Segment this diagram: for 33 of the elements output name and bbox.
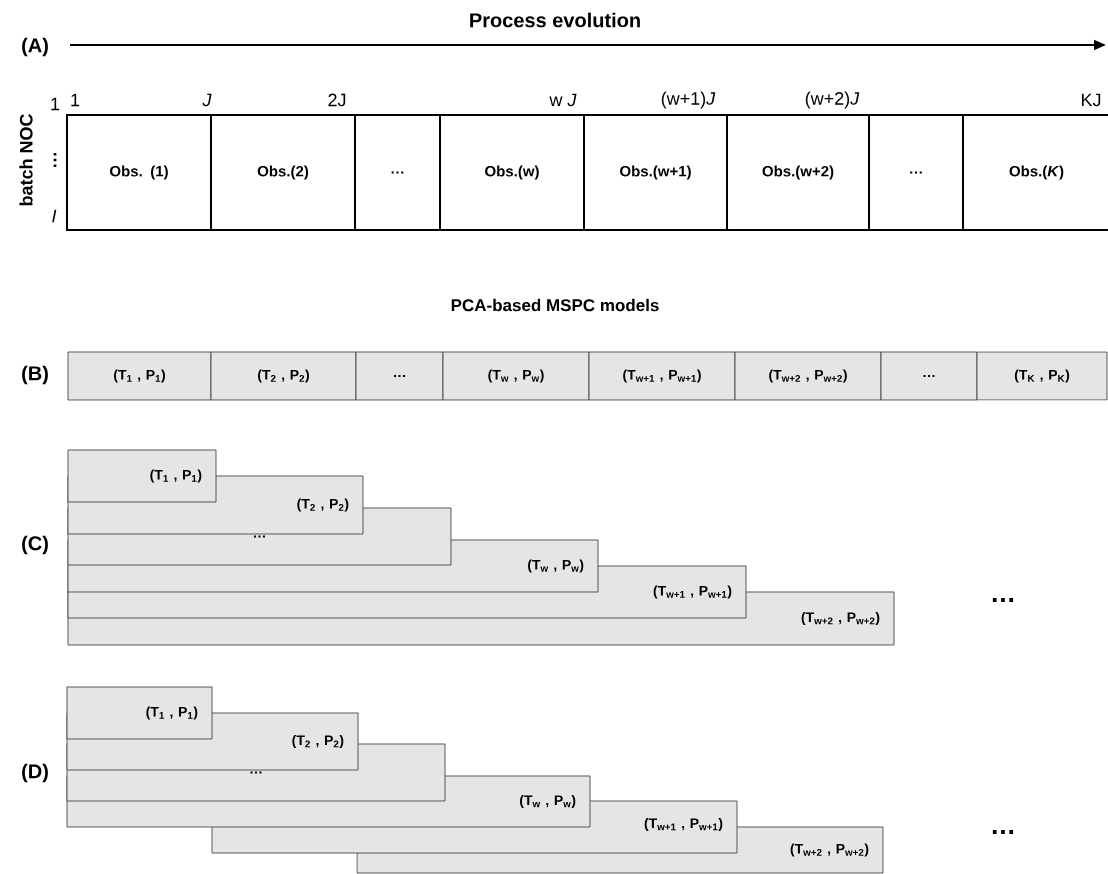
model-cell: (T$_{w}$ , P$_{w}$) [442,351,590,401]
section-title: PCA-based MSPC models [451,298,659,312]
axis-title: Process evolution [470,12,640,28]
tick-label: (w+2)J [805,91,860,109]
ellipsis: … [992,830,1014,834]
table-cell: … [868,114,964,231]
ellipsis: … [992,598,1014,602]
tick-label: w J [549,93,577,107]
tick-label: J [202,93,212,107]
panel-letter: (A) [22,37,48,57]
table-cell: Obs.(w) [439,114,585,231]
tick-label: 1 [51,97,60,111]
table-cell: Obs.(w+1) [583,114,728,231]
table-cell: Obs.(K) [962,114,1108,231]
model-cell: (T$_{1}$ , P$_{1}$) [67,351,212,401]
tick-label: 2J [328,93,346,107]
axis-label: batch NOC [19,114,33,206]
table-cell: Obs. (1) [66,114,212,231]
model-cell: (T$_{2}$ , P$_{2}$) [210,351,357,401]
model-cell: … [355,351,444,401]
table-cell: Obs.(2) [210,114,356,231]
tick-label: (w+1)J [661,91,716,109]
model-cell: (T$_{w+1}$ , P$_{w+1}$) [588,351,736,401]
model-cell: … [880,351,978,401]
model-bar: (T$_{1}$ , P$_{1}$) [66,686,213,740]
panel-letter: (D) [22,763,48,783]
model-cell: (T$_{K}$ , P$_{K}$) [976,351,1108,401]
panel-letter: (C) [22,535,48,555]
model-bar: (T$_{1}$ , P$_{1}$) [67,449,217,503]
table-cell: Obs.(w+2) [726,114,870,231]
model-cell: (T$_{w+2}$ , P$_{w+2}$) [734,351,882,401]
table-cell: … [354,114,441,231]
panel-letter: (B) [22,365,48,385]
